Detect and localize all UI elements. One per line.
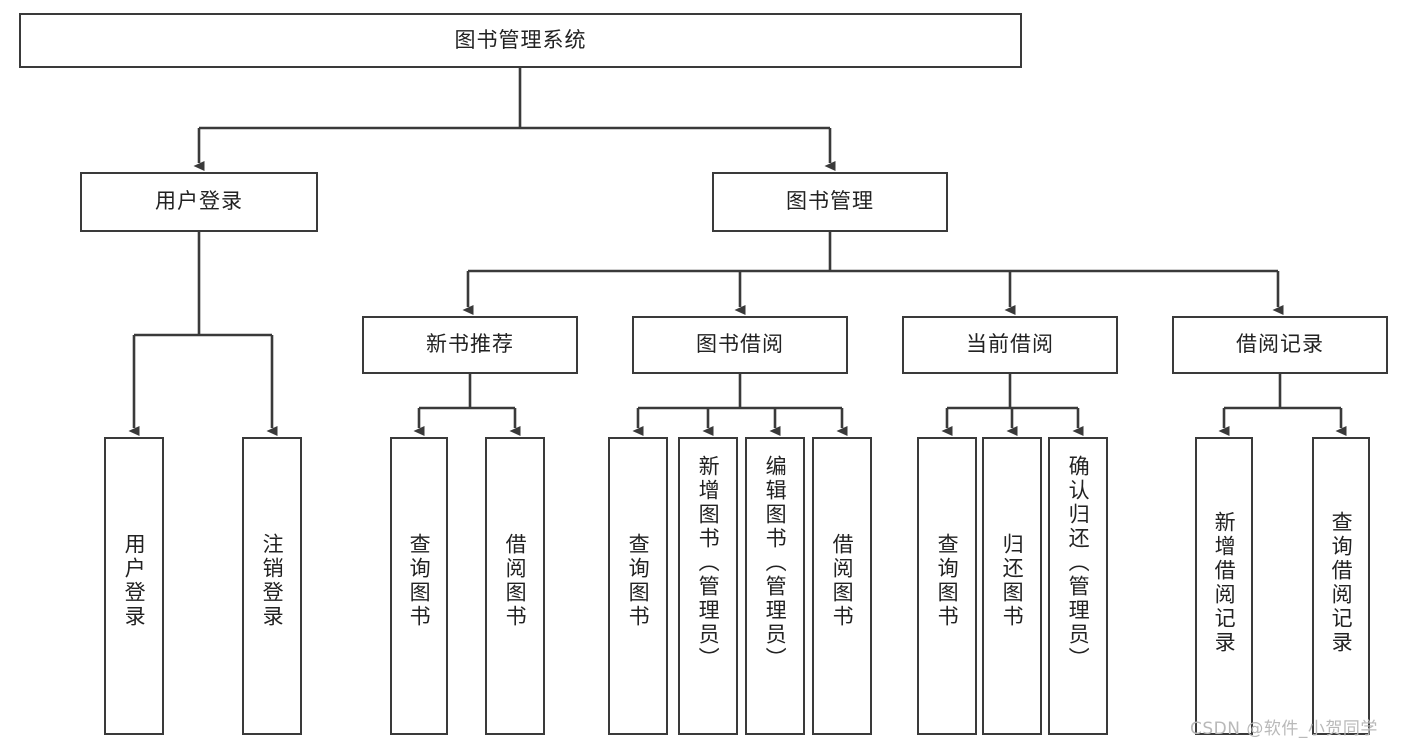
node-new-book-recommend-label: 新书推荐 xyxy=(426,332,514,357)
node-leaf-borrow-book-1[interactable]: 借阅图书 xyxy=(485,437,545,735)
node-book-borrow-label: 图书借阅 xyxy=(696,332,784,357)
node-leaf-add-book-label: 新增图书（管理员） xyxy=(696,455,721,671)
node-root[interactable]: 图书管理系统 xyxy=(19,13,1022,68)
node-book-manage-label: 图书管理 xyxy=(786,189,874,214)
node-borrow-record[interactable]: 借阅记录 xyxy=(1172,316,1388,374)
node-leaf-confirm-return-label: 确认归还（管理员） xyxy=(1066,455,1091,671)
node-leaf-query-book-1-label: 查询图书 xyxy=(407,533,432,629)
node-leaf-query-borrow-record-label: 查询借阅记录 xyxy=(1329,511,1354,655)
node-leaf-confirm-return[interactable]: 确认归还（管理员） xyxy=(1048,437,1108,735)
node-leaf-query-book-2-label: 查询图书 xyxy=(626,533,651,629)
node-leaf-user-login-label: 用户登录 xyxy=(122,533,147,629)
node-leaf-return-book-label: 归还图书 xyxy=(1000,533,1025,629)
node-leaf-borrow-book-2-label: 借阅图书 xyxy=(830,533,855,629)
node-leaf-logout[interactable]: 注销登录 xyxy=(242,437,302,735)
node-leaf-query-borrow-record[interactable]: 查询借阅记录 xyxy=(1312,437,1370,735)
node-current-borrow-label: 当前借阅 xyxy=(966,332,1054,357)
node-leaf-add-borrow-record-label: 新增借阅记录 xyxy=(1212,511,1237,655)
node-leaf-borrow-book-1-label: 借阅图书 xyxy=(503,533,528,629)
node-leaf-return-book[interactable]: 归还图书 xyxy=(982,437,1042,735)
node-new-book-recommend[interactable]: 新书推荐 xyxy=(362,316,578,374)
node-leaf-user-login[interactable]: 用户登录 xyxy=(104,437,164,735)
node-leaf-add-borrow-record[interactable]: 新增借阅记录 xyxy=(1195,437,1253,735)
node-current-borrow[interactable]: 当前借阅 xyxy=(902,316,1118,374)
node-user-login-label: 用户登录 xyxy=(155,189,243,214)
node-leaf-logout-label: 注销登录 xyxy=(260,533,285,629)
node-borrow-record-label: 借阅记录 xyxy=(1236,332,1324,357)
csdn-watermark: CSDN @软件_小贺同学 xyxy=(1190,719,1378,739)
node-leaf-query-book-2[interactable]: 查询图书 xyxy=(608,437,668,735)
node-user-login[interactable]: 用户登录 xyxy=(80,172,318,232)
node-leaf-add-book[interactable]: 新增图书（管理员） xyxy=(678,437,738,735)
node-leaf-borrow-book-2[interactable]: 借阅图书 xyxy=(812,437,872,735)
node-root-label: 图书管理系统 xyxy=(454,27,587,52)
node-leaf-query-book-3-label: 查询图书 xyxy=(935,533,960,629)
node-book-borrow[interactable]: 图书借阅 xyxy=(632,316,848,374)
node-leaf-query-book-1[interactable]: 查询图书 xyxy=(390,437,448,735)
node-leaf-edit-book-label: 编辑图书（管理员） xyxy=(763,455,788,671)
node-book-manage[interactable]: 图书管理 xyxy=(712,172,948,232)
node-leaf-edit-book[interactable]: 编辑图书（管理员） xyxy=(745,437,805,735)
node-leaf-query-book-3[interactable]: 查询图书 xyxy=(917,437,977,735)
